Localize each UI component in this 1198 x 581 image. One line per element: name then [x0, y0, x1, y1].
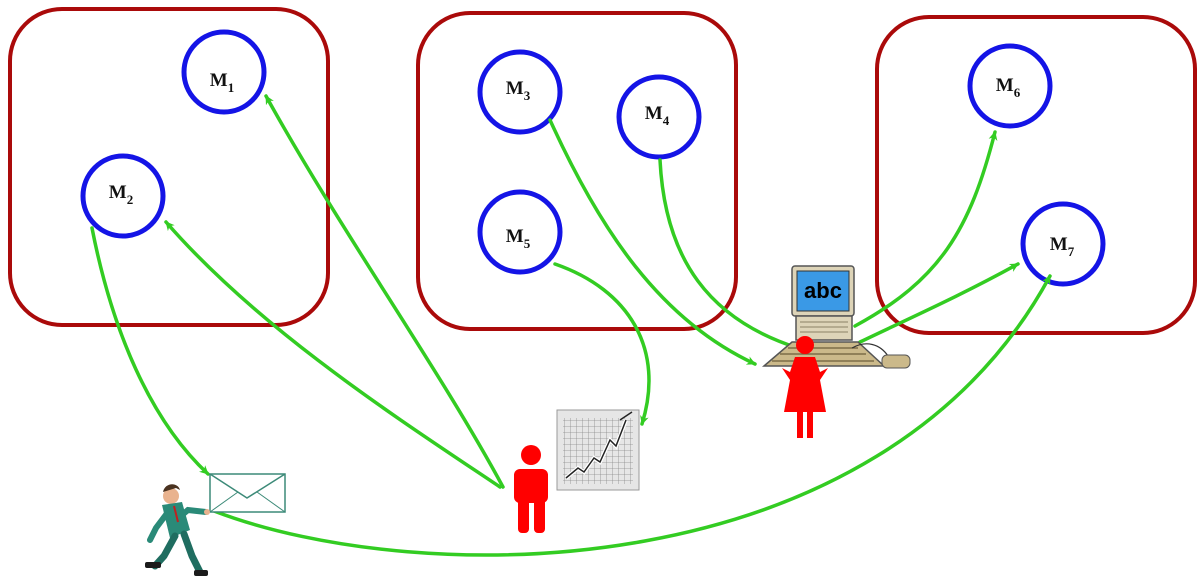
woman-icon [782, 336, 828, 438]
node-m6-subscript: 6 [1014, 85, 1021, 100]
node-m4: M4 [616, 74, 702, 160]
svg-text:M6: M6 [996, 75, 1021, 100]
arrow-man-to-m2 [164, 220, 502, 489]
node-m5: M5 [477, 189, 563, 275]
svg-text:M1: M1 [210, 70, 234, 95]
arrow-envelope-to-m7 [212, 274, 1052, 557]
person-icon [514, 445, 548, 533]
svg-text:M5: M5 [506, 226, 531, 251]
arrow-computer-to-m6 [853, 130, 998, 328]
arrow-m5-to-chart [553, 262, 651, 426]
node-m2: M2 [80, 153, 166, 239]
node-m4-letter: M [645, 103, 663, 124]
node-m2-subscript: 2 [127, 192, 134, 207]
node-m6-letter: M [996, 75, 1014, 96]
node-m5-subscript: 5 [524, 236, 531, 251]
node-m1-letter: M [210, 70, 228, 91]
arrow-m3-to-computer [548, 118, 757, 366]
group-left [8, 7, 330, 327]
node-m7-subscript: 7 [1068, 244, 1075, 259]
arrow-m2-to-envelope [90, 226, 210, 476]
screen-text: abc [804, 278, 842, 303]
svg-text:M4: M4 [645, 103, 670, 128]
node-m7: M7 [1020, 201, 1106, 287]
running-man-icon [145, 484, 210, 576]
svg-text:M3: M3 [506, 78, 531, 103]
node-m3-letter: M [506, 78, 524, 99]
arrow-computer-to-m7 [858, 262, 1020, 344]
node-m2-letter: M [109, 182, 127, 203]
node-m1-subscript: 1 [228, 80, 235, 95]
arrow-man-to-m1 [264, 94, 505, 489]
chart-icon [556, 409, 640, 491]
node-m3: M3 [477, 49, 563, 135]
group-right [875, 15, 1197, 335]
svg-text:M2: M2 [109, 182, 133, 207]
node-m3-subscript: 3 [524, 88, 531, 103]
svg-text:M7: M7 [1050, 234, 1075, 259]
arrow-m4-to-computer [658, 158, 800, 350]
envelope-icon [209, 473, 286, 513]
node-m7-letter: M [1050, 234, 1068, 255]
group-middle [416, 11, 738, 331]
mouse-icon [851, 343, 911, 369]
node-m5-letter: M [506, 226, 524, 247]
node-m6: M6 [967, 43, 1053, 129]
computer-icon: abc [761, 265, 886, 367]
node-m1: M1 [181, 29, 267, 115]
node-m4-subscript: 4 [663, 113, 670, 128]
